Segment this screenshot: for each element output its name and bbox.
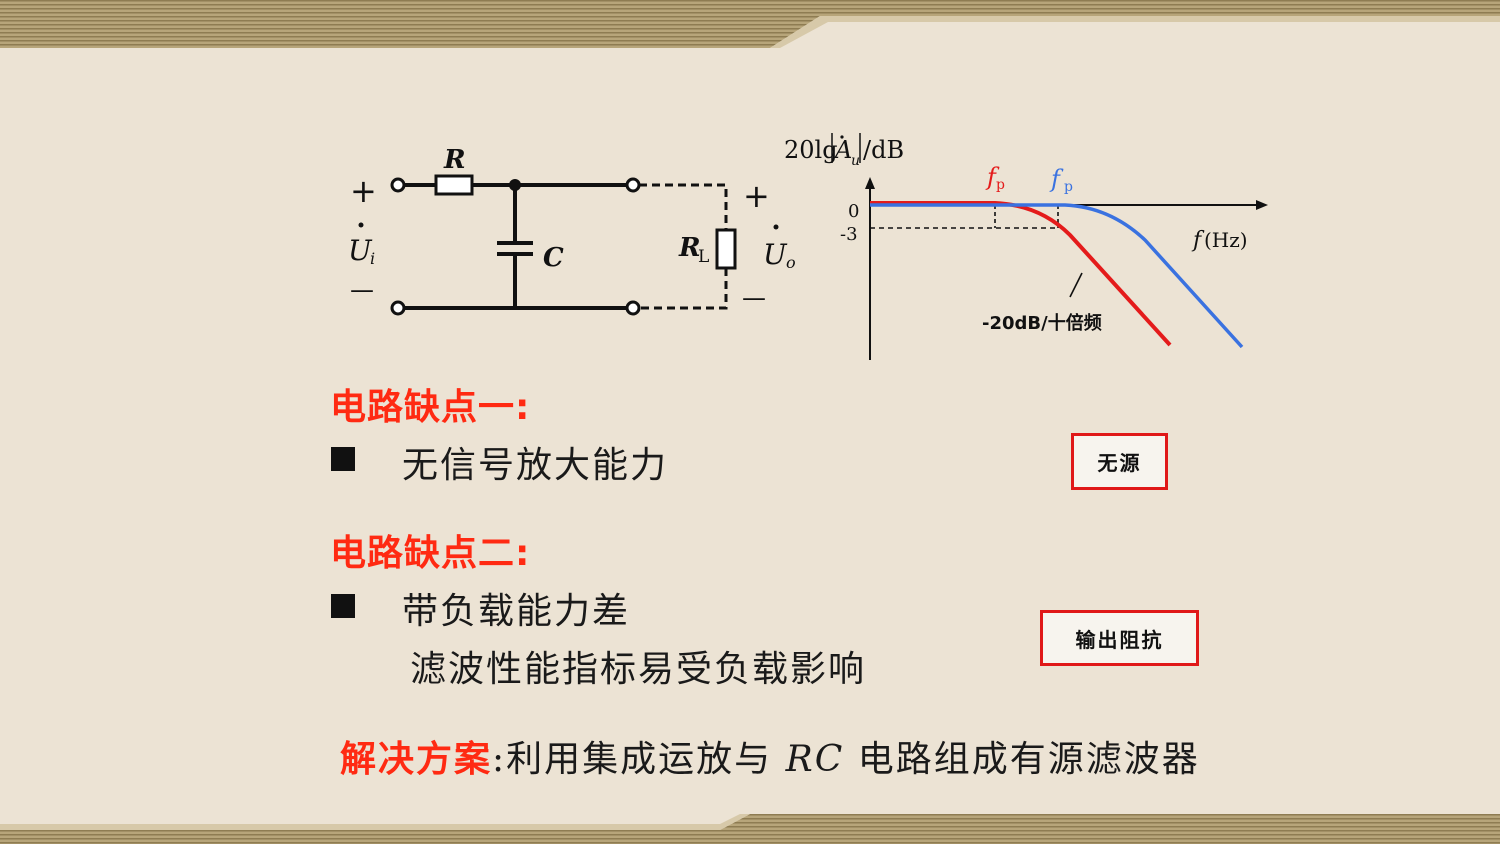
solution-text-b: 电路组成有源滤波器	[844, 739, 1200, 780]
x-axis-label: f	[1191, 228, 1205, 253]
fp-red-subscript: p	[996, 177, 1005, 193]
y-axis-label-unit: /dB	[863, 136, 904, 164]
input-voltage-subscript: i	[370, 249, 375, 268]
y-axis-label-gain: A	[833, 136, 852, 164]
y-axis-label-subscript: u	[851, 153, 860, 169]
solution-label: 解决方案	[340, 739, 493, 780]
bullet-square-icon-2	[331, 594, 355, 618]
output-minus-sign: —	[742, 284, 766, 312]
drawback-2-item-2: 滤波性能指标易受负载影响	[410, 649, 867, 690]
blue-response-curve	[870, 203, 1244, 349]
output-terminal-bottom	[625, 300, 641, 316]
load-label-subscript: L	[698, 247, 709, 267]
drawback-2-item-1: 带负载能力差	[402, 591, 631, 632]
input-voltage-label: U	[348, 234, 373, 267]
input-terminal-top	[390, 177, 406, 193]
fp-blue-label: f	[1049, 165, 1064, 193]
output-terminal-top	[625, 177, 641, 193]
load-label: R	[678, 233, 701, 263]
input-minus-sign: —	[350, 276, 374, 304]
x-axis-unit: (Hz)	[1204, 228, 1248, 252]
slope-label: -20dB/十倍频	[982, 312, 1102, 334]
tag-passive: 无源	[1071, 433, 1168, 490]
bottom-decorative-band	[0, 814, 1500, 844]
output-plus-sign: +	[743, 177, 770, 215]
drawback-2-title: 电路缺点二:	[330, 533, 531, 574]
bode-plot: 20lg A u /dB 0 -3 f p f p f (Hz) -20dB/十…	[784, 133, 1268, 360]
solution-text-a: 利用集成运放与	[506, 739, 786, 780]
fp-blue-subscript: p	[1064, 179, 1073, 195]
tick-label-minus3: -3	[840, 224, 858, 245]
solution-colon: :	[492, 739, 507, 780]
tag-output-impedance: 输出阻抗	[1040, 610, 1199, 666]
y-axis-label-prefix: 20lg	[784, 136, 838, 164]
drawback-1-title: 电路缺点一:	[330, 387, 531, 428]
drawback-1-item: 无信号放大能力	[402, 445, 669, 486]
bullet-square-icon	[331, 447, 355, 471]
tick-label-0: 0	[848, 201, 859, 222]
resistor-label: R	[443, 145, 466, 175]
rc-circuit-diagram: R C R L + U i — + U o —	[348, 145, 796, 316]
load-resistor-rl	[715, 228, 737, 270]
output-voltage-label: U	[763, 238, 788, 271]
input-plus-sign: +	[350, 172, 377, 210]
top-decorative-band	[0, 0, 1500, 48]
input-terminal-bottom	[390, 300, 406, 316]
output-voltage-subscript: o	[786, 253, 796, 272]
solution-line: 解决方案:利用集成运放与 RC 电路组成有源滤波器	[340, 730, 1200, 782]
capacitor-label: C	[543, 243, 564, 273]
resistor-r	[434, 174, 474, 196]
red-response-curve	[870, 201, 1172, 347]
solution-text-rc: RC	[785, 739, 845, 780]
